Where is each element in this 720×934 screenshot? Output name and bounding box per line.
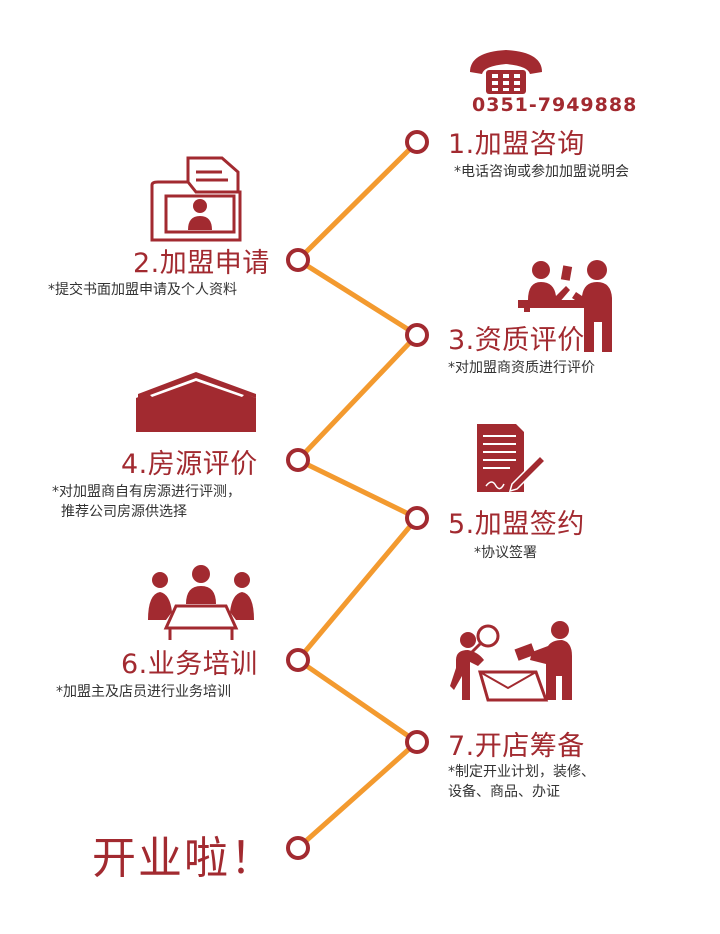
step-5-title: 5.加盟签约 [448, 509, 585, 540]
step-4-desc-line-2: 推荐公司房源供选择 [61, 504, 187, 520]
step-5-desc: *协议签署 [474, 545, 537, 561]
step-1-desc: *电话咨询或参加加盟说明会 [454, 164, 629, 180]
step-7-node [405, 730, 429, 754]
interview-desk-icon [518, 260, 612, 352]
step-6-title: 6.业务培训 [121, 649, 258, 680]
step-3-title: 3.资质评价 [448, 325, 585, 356]
step-7-desc-line-1: *制定开业计划，装修、 [448, 764, 595, 780]
step-5-node [405, 506, 429, 530]
phone-number: 0351-7949888 [472, 94, 638, 116]
house-icon [136, 372, 256, 432]
step-6-node [286, 648, 310, 672]
step-4-desc-line-1: *对加盟商自有房源进行评测， [52, 484, 241, 500]
step-7-desc-line-2: 设备、商品、办证 [448, 784, 560, 800]
step-1-node [405, 130, 429, 154]
step-2-node [286, 248, 310, 272]
step-1-title: 1.加盟咨询 [448, 129, 585, 160]
contract-signing-icon [477, 424, 547, 493]
timeline-connector [295, 140, 420, 850]
telephone-icon [470, 50, 542, 94]
step-3-node [405, 323, 429, 347]
step-2-desc: *提交书面加盟申请及个人资料 [48, 282, 237, 298]
step-4-node [286, 448, 310, 472]
step-4-title: 4.房源评价 [121, 449, 258, 480]
inspection-icon [450, 621, 572, 702]
step-6-desc: *加盟主及店员进行业务培训 [56, 684, 231, 700]
final-node [286, 836, 310, 860]
step-7-title: 7.开店筹备 [448, 731, 585, 762]
step-3-desc: *对加盟商资质进行评价 [448, 360, 595, 376]
application-folder-icon [150, 156, 242, 242]
step-2-title: 2.加盟申请 [133, 248, 270, 279]
meeting-table-icon [148, 565, 254, 640]
final-heading: 开业啦！ [92, 833, 276, 884]
